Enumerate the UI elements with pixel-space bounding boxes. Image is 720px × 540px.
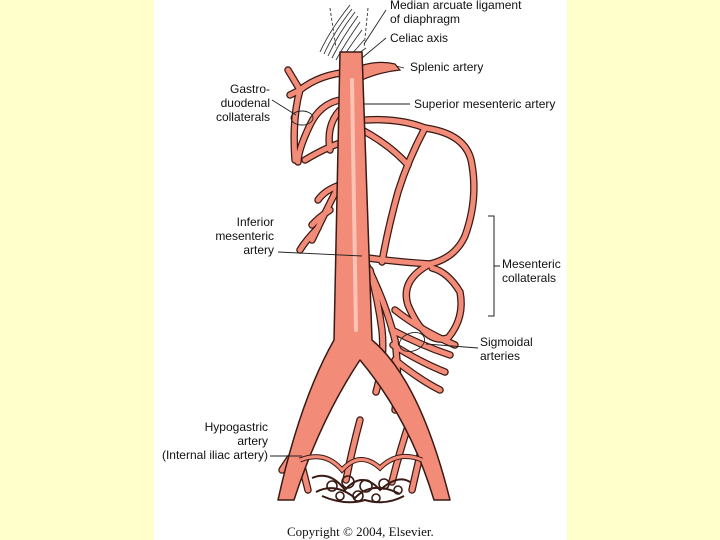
- mesenteric-bracket: [488, 215, 500, 317]
- label-gastroduodenal-collaterals: Gastro- duodenal collaterals: [215, 82, 270, 124]
- pelvic-network: [299, 453, 423, 504]
- label-median-arcuate-ligament: Median arcuate ligament of diaphragm: [390, 0, 522, 26]
- aorta-vessel: [277, 51, 451, 501]
- label-hypogastric-artery: Hypogastric artery (Internal iliac arter…: [161, 420, 268, 462]
- splenic-artery-vessel: [359, 61, 402, 81]
- label-splenic-artery: Splenic artery: [410, 60, 484, 74]
- gastroduodenal-ellipse: [290, 110, 314, 126]
- label-inferior-mesenteric-artery: Inferior mesenteric artery: [215, 215, 274, 257]
- label-mesenteric-collaterals: Mesenteric collaterals: [502, 257, 561, 285]
- copyright-notice: Copyright © 2004, Elsevier.: [287, 524, 434, 539]
- label-superior-mesenteric-artery: Superior mesenteric artery: [414, 97, 556, 111]
- sigmoidal-ellipse: [398, 331, 426, 353]
- label-sigmoidal-arteries: Sigmoidal arteries: [480, 335, 533, 363]
- leader-lines: [270, 9, 479, 457]
- label-celiac-axis: Celiac axis: [390, 31, 449, 45]
- aorta-highlight: [350, 78, 358, 332]
